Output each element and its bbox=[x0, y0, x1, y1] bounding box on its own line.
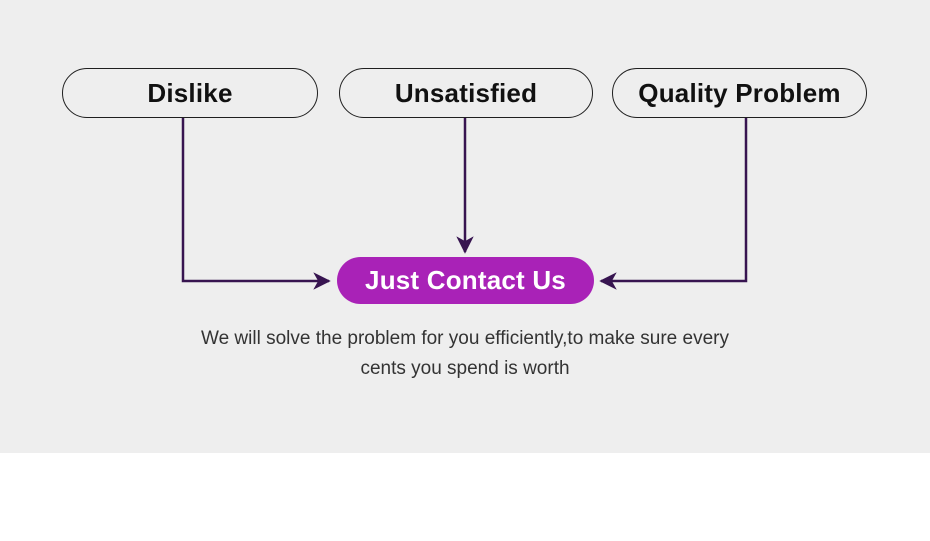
reason-label-unsatisfied: Unsatisfied bbox=[394, 77, 538, 108]
reason-pill-unsatisfied: Unsatisfied bbox=[339, 68, 593, 118]
reason-pill-quality-problem: Quality Problem bbox=[612, 68, 867, 118]
reason-label-dislike: Dislike bbox=[147, 77, 233, 108]
caption: We will solve the problem for you effici… bbox=[0, 324, 930, 384]
caption-line-2: cents you spend is worth bbox=[360, 358, 570, 379]
arrow-from-quality-problem bbox=[599, 118, 748, 290]
reason-pill-dislike: Dislike bbox=[62, 68, 318, 118]
diagram-panel: Dislike Unsatisfied Quality Problem Just… bbox=[0, 0, 930, 453]
arrow-from-dislike bbox=[181, 118, 331, 290]
contact-button[interactable]: Just Contact Us bbox=[337, 257, 594, 304]
reason-label-quality-problem: Quality Problem bbox=[638, 77, 841, 108]
contact-button-label: Just Contact Us bbox=[365, 265, 566, 295]
caption-line-1: We will solve the problem for you effici… bbox=[200, 328, 729, 349]
